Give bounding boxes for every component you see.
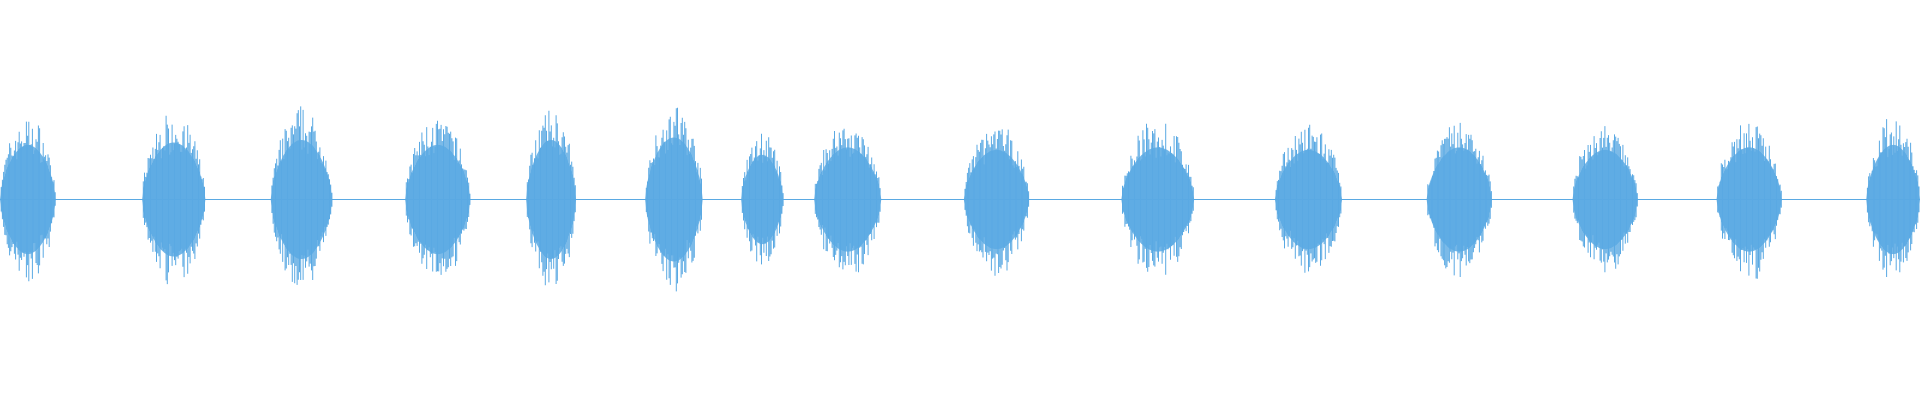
waveform-burst-core — [526, 140, 576, 259]
waveform-burst-core — [1866, 144, 1920, 255]
waveform-burst-core — [1426, 147, 1492, 252]
waveform-burst-core — [1274, 149, 1343, 250]
waveform-burst-core — [142, 142, 206, 257]
waveform-burst-core — [405, 144, 471, 255]
waveform-burst-core — [963, 149, 1030, 250]
waveform-bursts — [0, 106, 1920, 292]
waveform-burst-core — [1572, 149, 1638, 250]
waveform-burst-core — [1716, 147, 1782, 252]
waveform-burst-core — [741, 154, 784, 245]
waveform-burst-core — [1121, 147, 1195, 252]
waveform-burst-core — [270, 140, 333, 259]
waveform-burst-core — [0, 144, 56, 255]
waveform-burst-core — [814, 147, 882, 252]
waveform-burst-core — [645, 137, 703, 262]
